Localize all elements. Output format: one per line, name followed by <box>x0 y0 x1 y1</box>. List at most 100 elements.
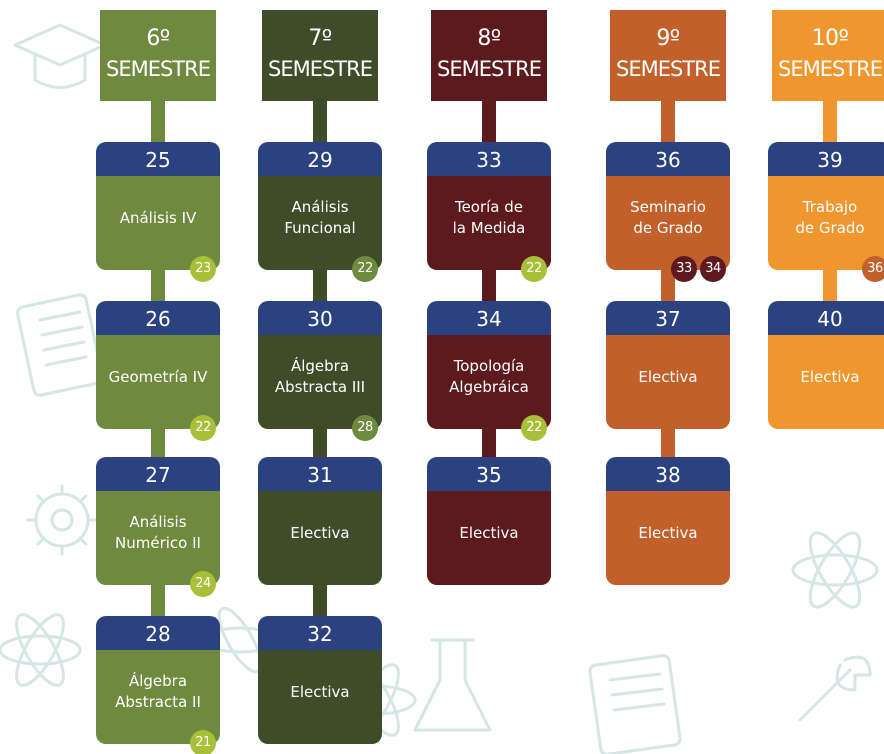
course-number: 26 <box>96 301 220 337</box>
semester-number: 7º <box>308 26 332 51</box>
prereq-badge: 36 <box>862 256 884 282</box>
atom-icon <box>0 613 82 687</box>
course-body: Geometría IV <box>96 335 220 429</box>
course-name: Electiva <box>638 523 698 542</box>
course-name: Seminario de Grado <box>630 198 706 237</box>
semester-label: SEMESTRE <box>105 57 211 81</box>
course-body: Análisis IV <box>96 176 220 270</box>
course-body: Trabajo de Grado <box>768 176 884 270</box>
course-name: Electiva <box>459 523 519 542</box>
course-number: 25 <box>96 142 220 178</box>
semester-number: 6º <box>146 26 170 51</box>
course-number: 35 <box>427 457 551 493</box>
course-number: 36 <box>606 142 730 178</box>
course-name: Análisis Numérico II <box>115 513 201 552</box>
course-number: 30 <box>258 301 382 337</box>
semester-number: 8º <box>477 26 501 51</box>
course-body: Álgebra Abstracta II <box>96 650 220 744</box>
course-number: 29 <box>258 142 382 178</box>
course-number: 33 <box>427 142 551 178</box>
course-body: Electiva <box>427 491 551 585</box>
course-body: Electiva <box>258 491 382 585</box>
prereq-badge: 28 <box>352 415 378 441</box>
prereq-badge: 22 <box>352 256 378 282</box>
semester-label: SEMESTRE <box>267 57 373 81</box>
course-number: 40 <box>768 301 884 337</box>
course-body: Topología Algebráica <box>427 335 551 429</box>
course-name: Trabajo de Grado <box>795 198 865 237</box>
notebook-icon <box>588 654 682 754</box>
course-name: Álgebra Abstracta II <box>115 672 201 711</box>
course-name: Análisis IV <box>119 208 197 227</box>
course-body: Análisis Funcional <box>258 176 382 270</box>
course-name: Electiva <box>290 523 350 542</box>
course-number: 37 <box>606 301 730 337</box>
prereq-badge: 23 <box>190 256 216 282</box>
course-name: Análisis Funcional <box>284 198 356 237</box>
course-name: Teoría de la Medida <box>452 198 526 237</box>
course-name: Geometría IV <box>108 367 208 386</box>
course-number: 31 <box>258 457 382 493</box>
prereq-badge: 22 <box>521 256 547 282</box>
course-number: 28 <box>96 616 220 652</box>
course-name: Electiva <box>290 682 350 701</box>
graduation-cap-icon <box>13 23 107 89</box>
gear-icon <box>26 484 98 556</box>
prereq-badge: 22 <box>190 415 216 441</box>
course-number: 32 <box>258 616 382 652</box>
course-number: 34 <box>427 301 551 337</box>
course-body: Álgebra Abstracta III <box>258 335 382 429</box>
course-body: Electiva <box>258 650 382 744</box>
course-body: Análisis Numérico II <box>96 491 220 585</box>
course-name: Topología Algebráica <box>449 357 529 396</box>
prereq-badge: 33 <box>671 256 697 282</box>
course-body: Electiva <box>768 335 884 429</box>
course-body: Electiva <box>606 491 730 585</box>
course-number: 39 <box>768 142 884 178</box>
course-body: Electiva <box>606 335 730 429</box>
semester-label: SEMESTRE <box>615 57 721 81</box>
prereq-badge: 22 <box>521 415 547 441</box>
course-number: 38 <box>606 457 730 493</box>
semester-label: SEMESTRE <box>436 57 542 81</box>
semester-number: 9º <box>656 26 680 51</box>
flask-icon <box>413 638 492 732</box>
wrench-icon <box>798 655 872 722</box>
course-name: Electiva <box>638 367 698 386</box>
atom-icon <box>791 531 879 609</box>
course-name: Álgebra Abstracta III <box>274 357 366 396</box>
course-number: 27 <box>96 457 220 493</box>
semester-number: 10º <box>811 26 849 51</box>
semester-label: SEMESTRE <box>777 57 883 81</box>
prereq-badge: 24 <box>190 571 216 597</box>
prereq-badge: 34 <box>700 256 726 282</box>
prereq-badge: 21 <box>190 730 216 754</box>
course-name: Electiva <box>800 367 860 386</box>
course-body: Seminario de Grado <box>606 176 730 270</box>
